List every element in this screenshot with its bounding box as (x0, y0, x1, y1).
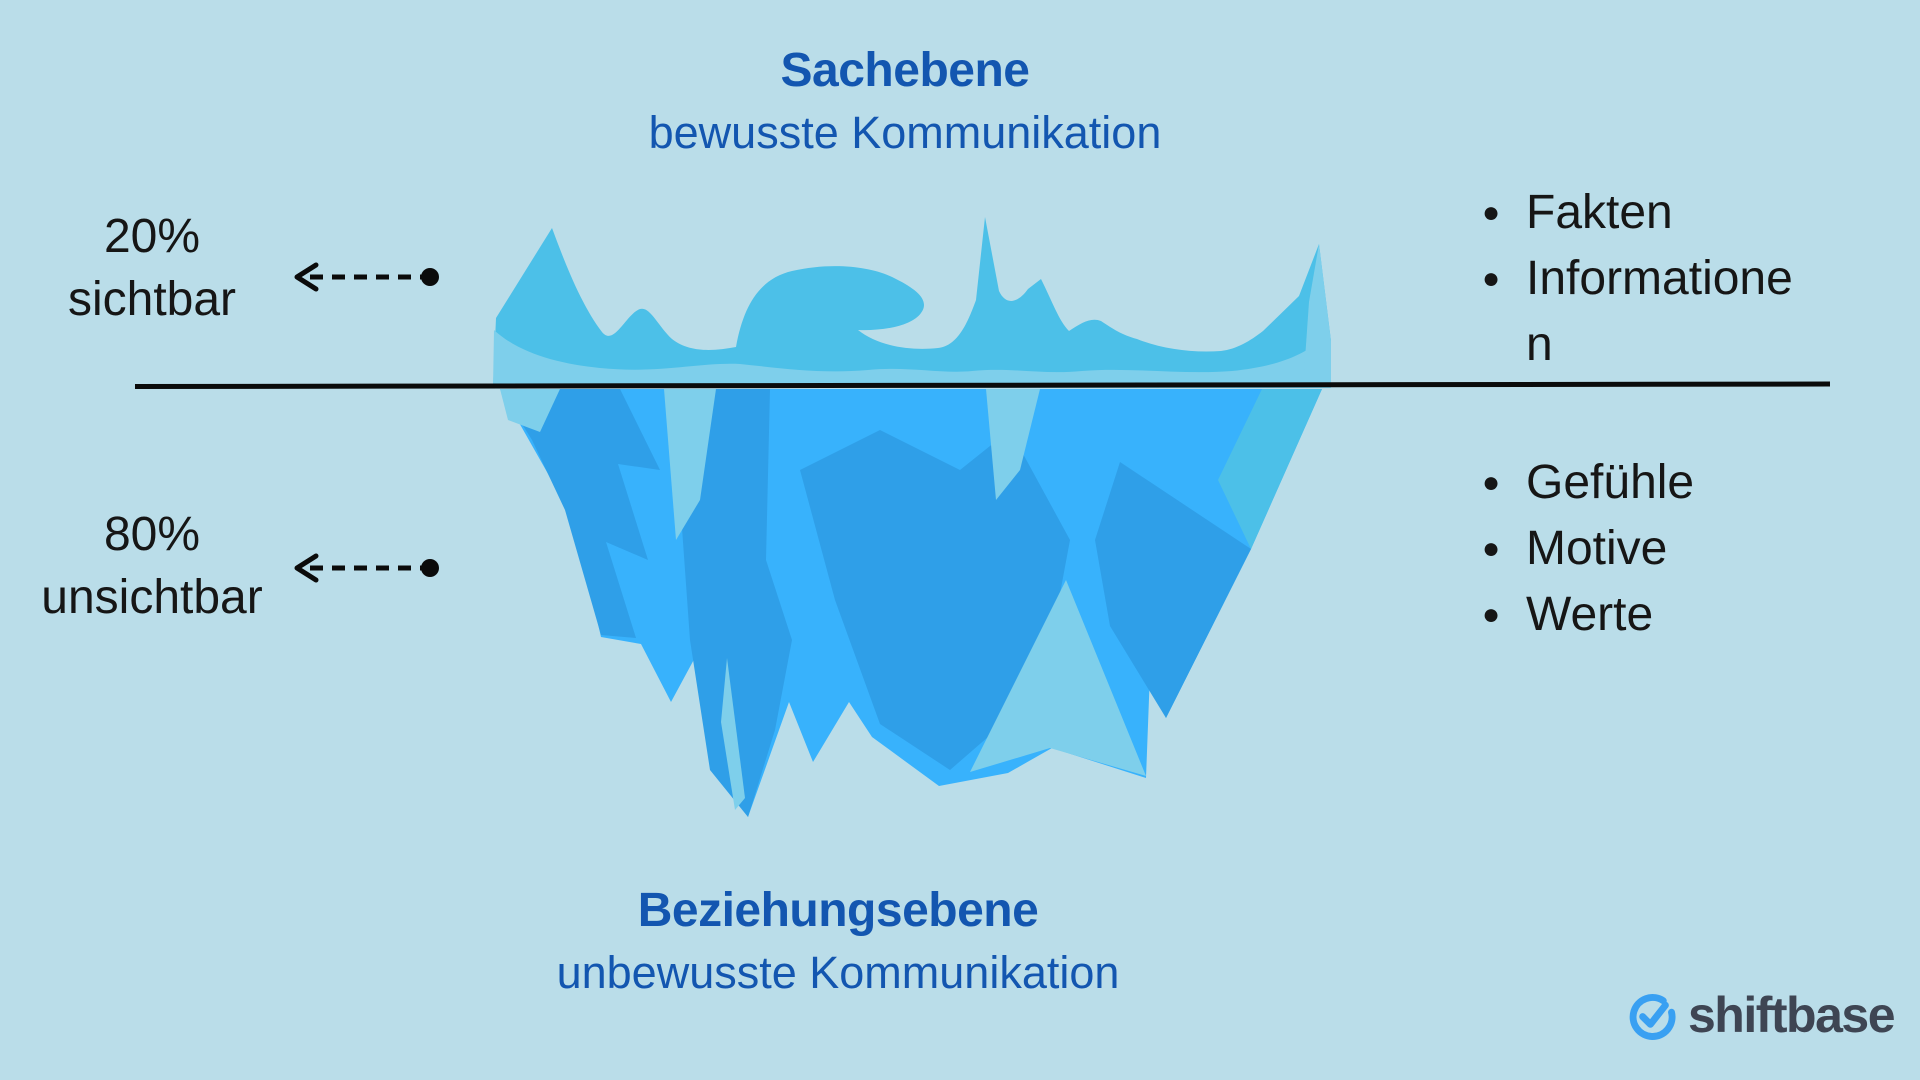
list-item: ● Informationen (1482, 246, 1802, 378)
invisible-percent-value: 80% (103, 508, 201, 561)
bullet-dot-icon: ● (1482, 262, 1501, 295)
underwater-facet-light-sliver (721, 658, 745, 810)
underwater-facet-light-band-2 (986, 389, 1040, 500)
underwater-facet-dark-center-left (680, 389, 792, 817)
visible-percent-value: 20% (103, 210, 201, 263)
visible-percent-label: 20% sichtbar (22, 205, 282, 331)
bullet-dot-icon: ● (1482, 196, 1501, 229)
bullet-dot-icon: ● (1482, 466, 1501, 499)
list-item: ● Fakten (1482, 180, 1802, 246)
visible-percent-text: sichtbar (67, 273, 237, 326)
list-item-label: Informationen (1526, 252, 1793, 371)
top-subtitle: bewusste Kommunikation (648, 107, 1162, 158)
bottom-subtitle: unbewusste Kommunikation (556, 947, 1120, 998)
dashed-arrow-invisible-icon (294, 553, 439, 583)
list-item: ● Werte (1482, 582, 1802, 648)
underwater-facet-dark-right (1095, 462, 1251, 718)
dashed-arrow-visible-icon (294, 262, 439, 292)
underwater-facet-medium-right (1218, 389, 1322, 549)
invisible-percent-text: unsichtbar (41, 571, 263, 624)
bottom-section-heading: Beziehungsebene unbewusste Kommunikation (338, 882, 1338, 1002)
top-section-heading: Sachebene bewusste Kommunikation (405, 42, 1405, 162)
list-item-label: Motive (1526, 522, 1668, 575)
conscious-communication-list: ● Fakten ● Informationen (1482, 180, 1802, 378)
underwater-facet-light-edge (500, 389, 560, 432)
above-water-ice-pale-band (493, 330, 1331, 388)
shiftbase-logo-icon (1629, 994, 1676, 1040)
list-item: ● Motive (1482, 516, 1802, 582)
underwater-facet-dark-center (800, 430, 1070, 770)
underwater-facet-light-triangle (970, 580, 1146, 776)
list-item: ● Gefühle (1482, 450, 1802, 516)
list-item-label: Gefühle (1526, 456, 1695, 509)
list-item-label: Fakten (1526, 186, 1673, 239)
top-title: Sachebene (780, 44, 1030, 97)
bullet-dot-icon: ● (1482, 532, 1501, 565)
shiftbase-logo-text: shiftbase (1688, 987, 1896, 1043)
underwater-facet-light-band-1 (664, 389, 716, 540)
bullet-dot-icon: ● (1482, 598, 1501, 631)
bottom-title: Beziehungsebene (637, 884, 1039, 937)
above-water-iceberg (493, 217, 1331, 388)
shiftbase-logo: shiftbase (1626, 986, 1896, 1044)
list-item-label: Werte (1526, 588, 1654, 641)
underwater-facet-dark-left (500, 389, 660, 638)
invisible-percent-label: 80% unsichtbar (22, 503, 282, 629)
unconscious-communication-list: ● Gefühle ● Motive ● Werte (1482, 450, 1802, 648)
waterline (134, 381, 1831, 389)
right-spike-highlight (1303, 244, 1331, 388)
